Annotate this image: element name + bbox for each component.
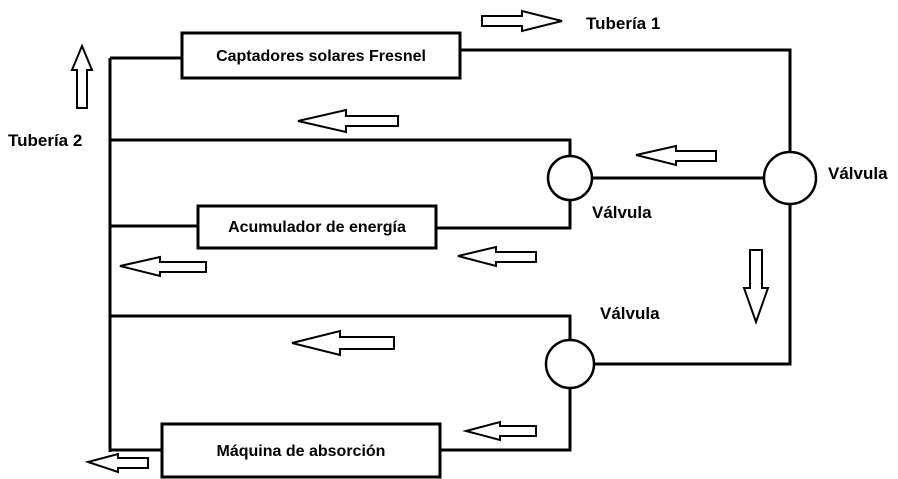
arrow-left-icon: [635, 144, 717, 167]
arrow-left-icon: [291, 329, 395, 357]
arrow-left-icon: [84, 452, 149, 474]
arrow-left-icon: [462, 420, 537, 442]
absorption-block: Máquina de absorción: [160, 422, 442, 479]
main-valve: [762, 150, 818, 206]
arrow-left-icon: [457, 245, 537, 268]
lower-valve: [544, 338, 596, 390]
main-valve-label: Válvula: [828, 164, 888, 183]
collectors-box: [180, 31, 462, 80]
collectors-block: Captadores solares Fresnel: [180, 31, 462, 80]
accumulator-box: [196, 204, 438, 250]
absorption-box: [160, 422, 442, 479]
arrow-up-icon: [70, 43, 94, 109]
pipe-valve-to-absorption: [440, 386, 572, 452]
flow-arrows: [70, 9, 770, 474]
pipe-upper-return: [110, 138, 572, 158]
arrow-left-icon: [119, 255, 207, 278]
arrow-left-icon: [297, 108, 399, 134]
pipe-main-to-lower: [592, 204, 792, 366]
lower-valve-label: Válvula: [600, 304, 660, 323]
upper-valve: [546, 154, 594, 202]
accumulator-block: Acumulador de energía: [196, 204, 438, 250]
accumulator-label: Acumulador de energía: [228, 219, 406, 236]
pipe-network: [108, 48, 792, 452]
pipe-valve-to-accumulator: [436, 200, 572, 230]
pipe-2-label: Tubería 2: [8, 131, 82, 150]
upper-valve-label: Válvula: [592, 203, 652, 222]
pipe-1-label: Tubería 1: [586, 14, 660, 33]
collectors-label: Captadores solares Fresnel: [216, 48, 426, 65]
pipe-lower-return: [110, 314, 572, 342]
absorption-label: Máquina de absorción: [217, 443, 386, 460]
pipe-1: [460, 48, 792, 152]
arrow-down-icon: [742, 249, 770, 326]
arrow-right-icon: [481, 9, 563, 33]
